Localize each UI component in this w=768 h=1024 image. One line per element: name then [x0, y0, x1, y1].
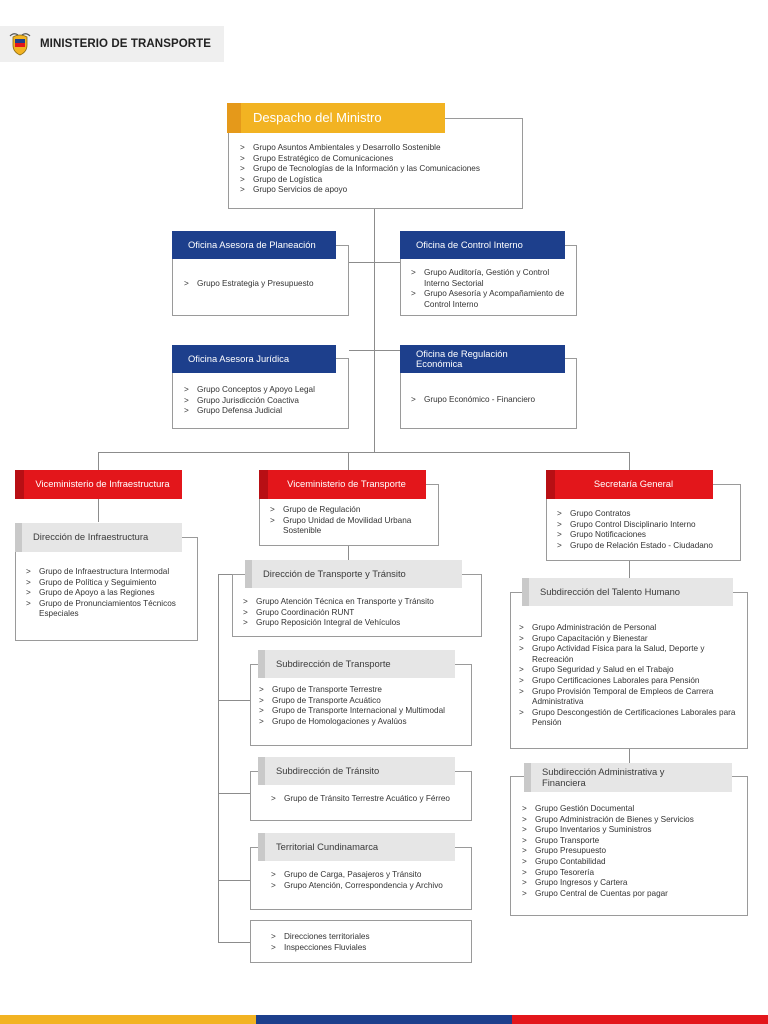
vice-trans-title: Viceministerio de Transporte	[259, 470, 426, 499]
secretaria-title: Secretaría General	[546, 470, 713, 499]
connector	[218, 574, 245, 575]
connector	[218, 793, 250, 794]
list-item: Grupo de Pronunciamientos Técnicos Espec…	[26, 599, 194, 620]
connector	[218, 574, 219, 942]
connector	[349, 262, 400, 263]
administrativa-title: Subdirección Administrativa y Financiera	[524, 763, 732, 792]
list-item: Grupo Reposición Integral de Vehículos	[243, 618, 479, 629]
connector	[629, 749, 630, 763]
list-item: Grupo Atención, Correspondencia y Archiv…	[271, 881, 456, 892]
connector	[218, 700, 250, 701]
list-item: Grupo Servicios de apoyo	[240, 185, 520, 196]
list-item: Grupo de Homologaciones y Avalúos	[259, 717, 469, 728]
regulacion-title: Oficina de Regulación Económica	[400, 345, 565, 373]
connector	[218, 880, 250, 881]
connector	[349, 350, 400, 351]
list-item: Grupo Control Disciplinario Interno	[557, 520, 737, 531]
list-item: Grupo Descongestión de Certificaciones L…	[519, 708, 745, 729]
list-item: Grupo Conceptos y Apoyo Legal	[184, 385, 346, 396]
list-item: Grupo Ingresos y Cartera	[522, 878, 746, 889]
connector	[629, 452, 630, 470]
sub-transporte-title: Subdirección de Transporte	[258, 650, 455, 678]
footer-stripe-red	[512, 1015, 768, 1024]
list-item: Grupo Coordinación RUNT	[243, 608, 479, 619]
list-item: Direcciones territoriales	[271, 932, 456, 943]
sub-transito-title: Subdirección de Tránsito	[258, 757, 455, 785]
list-item: Grupo de Transporte Acuático	[259, 696, 469, 707]
connector	[98, 498, 99, 522]
planeacion-title: Oficina Asesora de Planeación	[172, 231, 336, 259]
connector	[98, 452, 99, 472]
territorial-title: Territorial Cundinamarca	[258, 833, 455, 861]
list-item: Grupo Defensa Judicial	[184, 406, 346, 417]
list-item: Grupo de Apoyo a las Regiones	[26, 588, 194, 599]
list-item: Grupo Auditoría, Gestión y Control Inter…	[411, 268, 573, 289]
list-item: Grupo Administración de Bienes y Servici…	[522, 815, 746, 826]
list-item: Grupo Provisión Temporal de Empleos de C…	[519, 687, 745, 708]
list-item: Grupo de Relación Estado - Ciudadano	[557, 541, 737, 552]
dir-infra-title: Dirección de Infraestructura	[15, 523, 182, 552]
list-item: Grupo Estrategia y Presupuesto	[184, 279, 344, 290]
list-item: Grupo Jurisdicción Coactiva	[184, 396, 346, 407]
juridica-title: Oficina Asesora Jurídica	[172, 345, 336, 373]
list-item: Grupo Actividad Física para la Salud, De…	[519, 644, 745, 665]
despacho-title: Despacho del Ministro	[227, 103, 445, 133]
list-item: Grupo Inventarios y Suministros	[522, 825, 746, 836]
direcciones-box: Direcciones territoriales Inspecciones F…	[250, 920, 472, 963]
dir-trans-title: Dirección de Transporte y Tránsito	[245, 560, 462, 588]
list-item: Grupo de Política y Seguimiento	[26, 578, 194, 589]
list-item: Grupo Contratos	[557, 509, 737, 520]
list-item: Grupo Capacitación y Bienestar	[519, 634, 745, 645]
talento-title: Subdirección del Talento Humano	[522, 578, 733, 606]
list-item: Grupo Asuntos Ambientales y Desarrollo S…	[240, 143, 520, 154]
vice-infra-title: Viceministerio de Infraestructura	[15, 470, 182, 499]
list-item: Grupo Administración de Personal	[519, 623, 745, 634]
administrativa-box: Grupo Gestión Documental Grupo Administr…	[510, 776, 748, 916]
footer-stripe-blue	[256, 1015, 512, 1024]
header-title: MINISTERIO DE TRANSPORTE	[40, 38, 212, 50]
list-item: Grupo Contabilidad	[522, 857, 746, 868]
list-item: Grupo de Regulación	[270, 505, 434, 516]
list-item: Grupo de Transporte Terrestre	[259, 685, 469, 696]
connector	[629, 560, 630, 580]
list-item: Grupo Unidad de Movilidad Urbana Sosteni…	[270, 516, 434, 537]
list-item: Grupo Certificaciones Laborales para Pen…	[519, 676, 745, 687]
list-item: Grupo de Tránsito Terrestre Acuático y F…	[271, 794, 456, 805]
list-item: Grupo Estratégico de Comunicaciones	[240, 154, 520, 165]
list-item: Grupo Asesoría y Acompañamiento de Contr…	[411, 289, 573, 310]
list-item: Grupo Presupuesto	[522, 846, 746, 857]
list-item: Grupo Central de Cuentas por pagar	[522, 889, 746, 900]
connector	[348, 545, 349, 560]
talento-box: Grupo Administración de Personal Grupo C…	[510, 592, 748, 749]
list-item: Grupo Notificaciones	[557, 530, 737, 541]
list-item: Grupo de Logística	[240, 175, 520, 186]
footer-stripe-gold	[0, 1015, 256, 1024]
connector	[98, 452, 630, 453]
control-title: Oficina de Control Interno	[400, 231, 565, 259]
list-item: Grupo de Carga, Pasajeros y Tránsito	[271, 870, 456, 881]
list-item: Grupo Gestión Documental	[522, 804, 746, 815]
connector	[348, 452, 349, 470]
list-item: Grupo de Tecnologías de la Información y…	[240, 164, 520, 175]
list-item: Grupo Atención Técnica en Transporte y T…	[243, 597, 479, 608]
list-item: Grupo de Transporte Internacional y Mult…	[259, 706, 469, 717]
list-item: Grupo Seguridad y Salud en el Trabajo	[519, 665, 745, 676]
connector	[218, 942, 250, 943]
list-item: Grupo de Infraestructura Intermodal	[26, 567, 194, 578]
list-item: Grupo Tesorería	[522, 868, 746, 879]
despacho-box: Grupo Asuntos Ambientales y Desarrollo S…	[228, 118, 523, 209]
connector	[374, 207, 375, 453]
dir-infra-box: Grupo de Infraestructura Intermodal Grup…	[15, 537, 198, 641]
coat-of-arms-icon	[9, 33, 31, 56]
list-item: Grupo Económico - Financiero	[411, 395, 573, 406]
ministry-header: MINISTERIO DE TRANSPORTE	[0, 26, 224, 62]
list-item: Grupo Transporte	[522, 836, 746, 847]
list-item: Inspecciones Fluviales	[271, 943, 456, 954]
